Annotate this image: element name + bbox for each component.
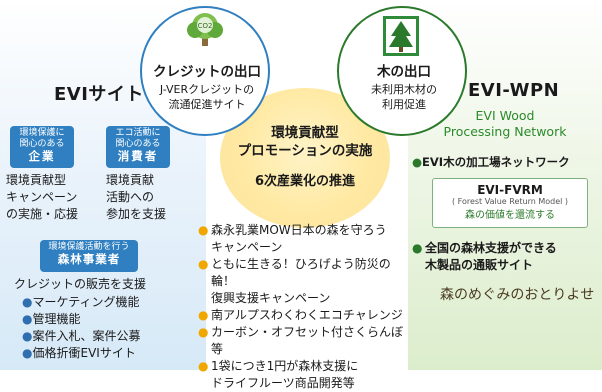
bullet-icon: ● — [198, 359, 209, 373]
forest-support-text: クレジットの販売を支援 — [14, 277, 147, 291]
tree-icon — [383, 16, 419, 56]
fvrm-title: EVI-FVRM — [477, 183, 543, 197]
fvrm-box: EVI-FVRM ( Forest Value Return Model ) 森… — [432, 178, 588, 228]
co2-label: CO2 — [198, 22, 213, 30]
credit-exit-desc: J-VERクレジットの 流通促進サイト — [159, 83, 255, 111]
feature-management: 管理機能 — [32, 312, 81, 326]
forest-tag-label: 森林事業者 — [57, 252, 121, 266]
campaign-item: 1袋につき1円が森林支援に ドライフルーツ商品開発等 — [211, 359, 359, 390]
list-item: ●管理機能 — [22, 311, 202, 328]
bullet-icon: ● — [22, 295, 33, 309]
company-description: 環境貢献型 キャンペーン の実施・応援 — [6, 173, 79, 221]
company-tag-caption: 環境保護に 関心のある — [19, 128, 65, 149]
evi-wpn-subtitle: EVI Wood Processing Network — [443, 108, 567, 139]
feature-pricing: 価格折衝EVIサイト — [32, 346, 136, 360]
campaign-item: ともに生きる！ひろげよう防災の輪！ 復興支援キャンペーン — [211, 257, 391, 305]
list-item: ●南アルプスわくわくエコチャレンジ — [198, 307, 412, 324]
campaign-list: ●森永乳業MOW日本の森を守ろう キャンペーン ●ともに生きる！ひろげよう防災の… — [198, 222, 412, 392]
consumer-tag-caption: エコ活動に 関心のある — [115, 128, 161, 149]
consumer-tag: エコ活動に 関心のある 消費者 — [106, 126, 170, 168]
processing-network: ●EVI木の加工場ネットワーク — [412, 154, 602, 170]
list-item: ●森永乳業MOW日本の森を守ろう キャンペーン — [198, 222, 412, 256]
bullet-icon: ● — [198, 223, 209, 237]
company-tag: 環境保護に 関心のある 企業 — [10, 126, 74, 168]
campaign-item: 南アルプスわくわくエコチャレンジ — [211, 308, 403, 322]
bullet-icon: ● — [22, 329, 33, 343]
co2-tree-icon: CO2 — [183, 12, 227, 46]
evi-features-list: ●マーケティング機能 ●管理機能 ●案件入札、案件公募 ●価格折衝EVIサイト — [22, 294, 202, 362]
forest-operator-tag: 環境保護活動を行う 森林事業者 — [40, 240, 138, 272]
bullet-icon: ● — [22, 312, 33, 326]
evi-site-title: EVIサイト — [54, 84, 144, 105]
campaign-item: カーボン・オフセット付さくらんぼ等 — [211, 325, 404, 356]
center-subtitle: 6次産業化の推進 — [254, 174, 356, 189]
network-label: EVI木の加工場ネットワーク — [422, 155, 570, 169]
list-item: ●案件入札、案件公募 — [22, 328, 202, 345]
wood-exit-title: 木の出口 — [377, 64, 431, 80]
consumer-description: 環境貢献 活動への 参加を支援 — [106, 173, 167, 221]
list-item: ●ともに生きる！ひろげよう防災の輪！ 復興支援キャンペーン — [198, 256, 412, 307]
bullet-icon: ● — [412, 155, 423, 169]
support-shop: ●全国の森林支援ができる 木製品の通販サイト — [412, 240, 602, 274]
list-item: ●マーケティング機能 — [22, 294, 202, 311]
fvrm-description: 森の価値を還流する — [465, 210, 555, 221]
wood-exit-desc: 未利用木材の 利用促進 — [371, 83, 437, 111]
credit-exit-title: クレジットの出口 — [153, 64, 261, 80]
list-item: ●カーボン・オフセット付さくらんぼ等 — [198, 324, 412, 358]
bullet-icon: ● — [198, 325, 209, 339]
otoriyose-logo: 森のめぐみのおとりよせ — [440, 287, 595, 303]
evi-wpn-title: EVI-WPN — [468, 80, 560, 101]
list-item: ●1袋につき1円が森林支援に ドライフルーツ商品開発等 — [198, 358, 412, 392]
consumer-tag-label: 消費者 — [117, 149, 159, 163]
bullet-icon: ● — [198, 257, 209, 271]
company-tag-label: 企業 — [28, 149, 56, 163]
bullet-icon: ● — [198, 308, 209, 322]
support-shop-text: 全国の森林支援ができる 木製品の通販サイト — [425, 241, 557, 272]
fvrm-subtitle: ( Forest Value Return Model ) — [451, 197, 569, 206]
list-item: ●価格折衝EVIサイト — [22, 345, 202, 362]
center-title: 環境貢献型 プロモーションの実施 — [237, 125, 373, 159]
feature-bidding: 案件入札、案件公募 — [32, 329, 141, 343]
bullet-icon: ● — [412, 241, 423, 255]
bullet-icon: ● — [22, 346, 33, 360]
forest-tag-caption: 環境保護活動を行う — [48, 242, 130, 252]
campaign-item: 森永乳業MOW日本の森を守ろう キャンペーン — [211, 223, 387, 254]
feature-marketing: マーケティング機能 — [32, 295, 140, 309]
